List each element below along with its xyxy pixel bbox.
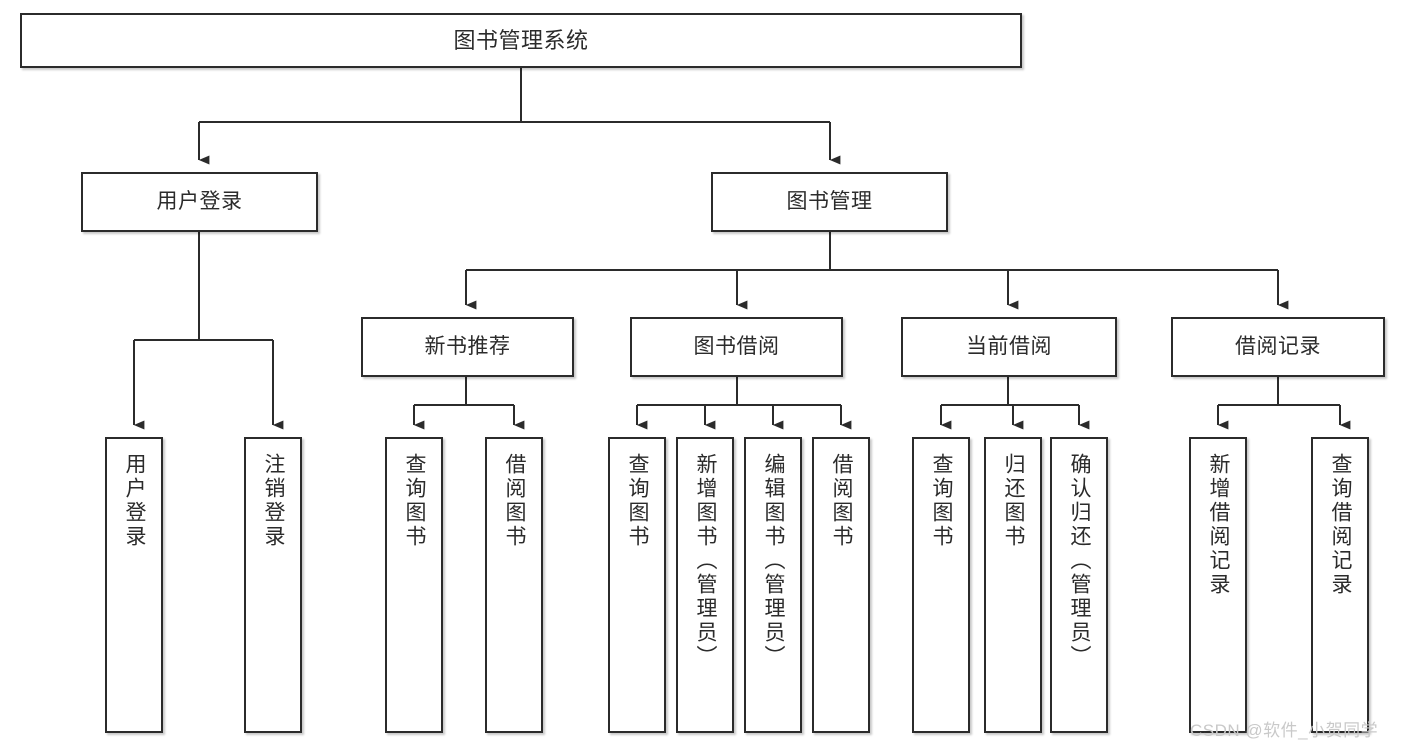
node-leaf-return-book-label: 归还图书 [1002, 453, 1026, 549]
node-root-system[interactable]: 图书管理系统 [20, 13, 1022, 68]
node-leaf-user-login-label: 用户登录 [123, 453, 147, 549]
node-leaf-query-record[interactable]: 查询借阅记录 [1311, 437, 1369, 733]
node-leaf-edit-book[interactable]: 编辑图书（管理员） [744, 437, 802, 733]
node-leaf-add-book[interactable]: 新增图书（管理员） [676, 437, 734, 733]
node-leaf-query-book-b-label: 查询图书 [626, 453, 650, 549]
node-leaf-query-book-c-label: 查询图书 [930, 453, 954, 549]
node-leaf-borrow-book-a-label: 借阅图书 [503, 453, 527, 549]
node-leaf-logout-label: 注销登录 [262, 453, 286, 549]
node-leaf-query-book-b[interactable]: 查询图书 [608, 437, 666, 733]
node-current-borrow-label: 当前借阅 [966, 335, 1052, 359]
node-leaf-query-book-c[interactable]: 查询图书 [912, 437, 970, 733]
node-borrow-record-label: 借阅记录 [1235, 335, 1321, 359]
node-leaf-add-record[interactable]: 新增借阅记录 [1189, 437, 1247, 733]
node-leaf-borrow-book-b[interactable]: 借阅图书 [812, 437, 870, 733]
node-book-manage-label: 图书管理 [786, 190, 873, 214]
node-leaf-borrow-book-b-label: 借阅图书 [830, 453, 854, 549]
node-current-borrow[interactable]: 当前借阅 [901, 317, 1117, 377]
node-borrow-record[interactable]: 借阅记录 [1171, 317, 1385, 377]
node-user-login-label: 用户登录 [156, 190, 243, 214]
node-new-book-recommend-label: 新书推荐 [424, 335, 511, 359]
node-root-label: 图书管理系统 [453, 27, 589, 53]
node-leaf-confirm-return-label: 确认归还（管理员） [1068, 453, 1092, 669]
node-leaf-query-book-a[interactable]: 查询图书 [385, 437, 443, 733]
node-book-borrow[interactable]: 图书借阅 [630, 317, 843, 377]
node-leaf-add-book-label: 新增图书（管理员） [694, 453, 718, 669]
node-leaf-confirm-return[interactable]: 确认归还（管理员） [1050, 437, 1108, 733]
node-book-manage[interactable]: 图书管理 [711, 172, 948, 232]
node-new-book-recommend[interactable]: 新书推荐 [361, 317, 574, 377]
node-leaf-query-record-label: 查询借阅记录 [1329, 453, 1353, 597]
node-user-login[interactable]: 用户登录 [81, 172, 318, 232]
node-leaf-query-book-a-label: 查询图书 [403, 453, 427, 549]
node-leaf-logout[interactable]: 注销登录 [244, 437, 302, 733]
node-leaf-add-record-label: 新增借阅记录 [1207, 453, 1231, 597]
node-book-borrow-label: 图书借阅 [693, 335, 780, 359]
node-leaf-return-book[interactable]: 归还图书 [984, 437, 1042, 733]
node-leaf-edit-book-label: 编辑图书（管理员） [762, 453, 786, 669]
node-leaf-borrow-book-a[interactable]: 借阅图书 [485, 437, 543, 733]
node-leaf-user-login[interactable]: 用户登录 [105, 437, 163, 733]
